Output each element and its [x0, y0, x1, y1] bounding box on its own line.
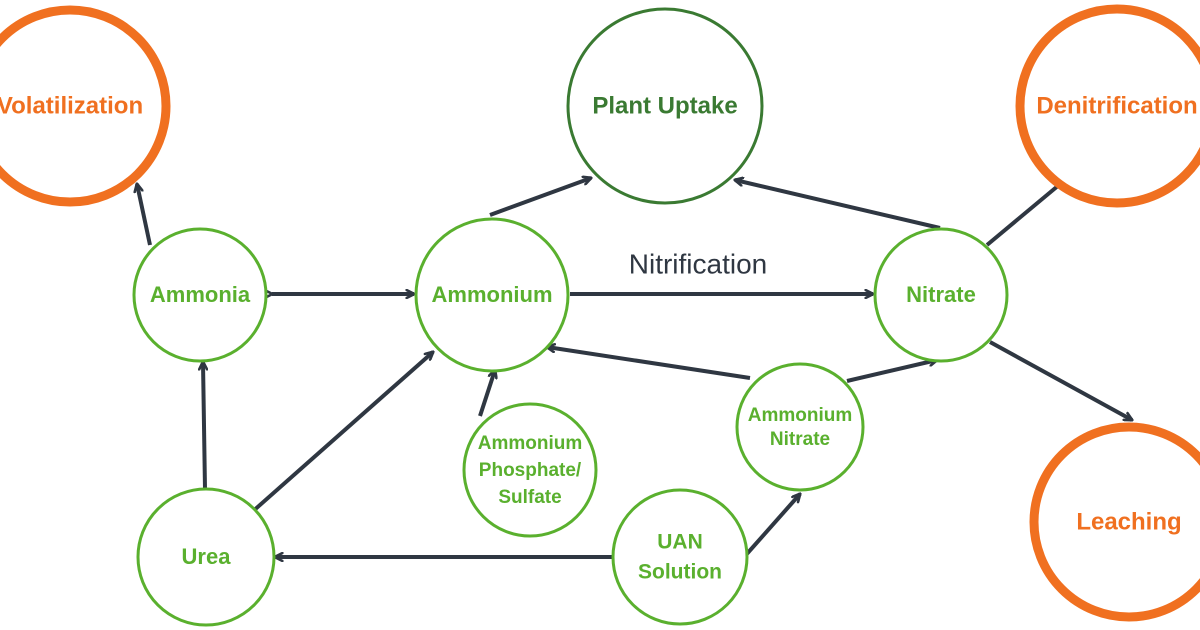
ammonium-phosphate-sulfate-label-line: Sulfate — [498, 487, 561, 508]
urea-label-line: Urea — [182, 544, 232, 569]
plant-uptake-circle — [566, 7, 764, 205]
volatilization-circle — [0, 5, 171, 207]
edge-uan-to-ammonium-nitrate — [743, 494, 800, 558]
edge-nitrate-to-leaching — [989, 340, 1132, 422]
ammonium-circle — [414, 217, 570, 373]
urea-circle — [136, 487, 276, 627]
uan-solution-label-line: Solution — [638, 561, 722, 584]
edge-nitrate-to-denitrification — [985, 180, 1065, 247]
leaching-circle — [1029, 422, 1200, 622]
leaching-label-line: Leaching — [1076, 508, 1181, 535]
denitrification-circle — [1015, 4, 1200, 208]
ammonium-nitrate-circle — [735, 362, 865, 492]
node-nitrate: Nitrate — [873, 227, 1009, 363]
nitrate-label-line: Nitrate — [906, 282, 976, 307]
ammonia-label-line: Ammonia — [150, 282, 251, 307]
node-ammonia: Ammonia — [132, 227, 268, 363]
nitrification-label: Nitrification — [629, 248, 767, 279]
node-ammonium: Ammonium — [414, 217, 570, 373]
ammonium-phosphate-sulfate-label-line: Phosphate/ — [479, 460, 582, 481]
edges — [137, 178, 1132, 557]
ammonium-nitrate-label-line: Nitrate — [770, 429, 830, 450]
edge-nitrate-to-plant-uptake — [735, 180, 941, 230]
denitrification-label-line: Denitrification — [1036, 92, 1197, 119]
edge-ammonium-to-plant-uptake — [489, 178, 591, 217]
ammonium-phosphate-sulfate-circle — [462, 402, 598, 538]
ammonium-label-line: Ammonium — [432, 282, 553, 307]
node-plant-uptake: Plant Uptake — [566, 7, 764, 205]
volatilization-label-line: Volatilization — [0, 92, 143, 119]
uan-solution-circle — [611, 488, 749, 626]
ammonium-phosphate-sulfate-label-line: Ammonium — [478, 433, 583, 454]
nitrate-circle — [873, 227, 1009, 363]
node-volatilization: Volatilization — [0, 5, 171, 207]
edge-phosphate-to-ammonium — [478, 370, 495, 417]
node-leaching: Leaching — [1029, 422, 1200, 622]
plant-uptake-label-line: Plant Uptake — [592, 92, 737, 119]
nodes: Volatilization Plant Uptake Denitrificat… — [0, 4, 1200, 627]
edge-ammonia-to-volatilization — [137, 184, 152, 246]
edge-urea-to-ammonium — [250, 352, 433, 514]
node-uan-solution: UAN Solution — [611, 488, 749, 626]
edge-ammonium-nitrate-to-ammonium — [547, 347, 751, 380]
uan-solution-label-line: UAN — [657, 531, 703, 554]
ammonium-nitrate-label-line: Ammonium — [748, 405, 853, 426]
node-urea: Urea — [136, 487, 276, 627]
edge-urea-to-ammonia — [203, 362, 205, 490]
node-denitrification: Denitrification — [1015, 4, 1200, 208]
ammonia-circle — [132, 227, 268, 363]
edge-ammonium-nitrate-to-nitrate — [846, 360, 937, 383]
